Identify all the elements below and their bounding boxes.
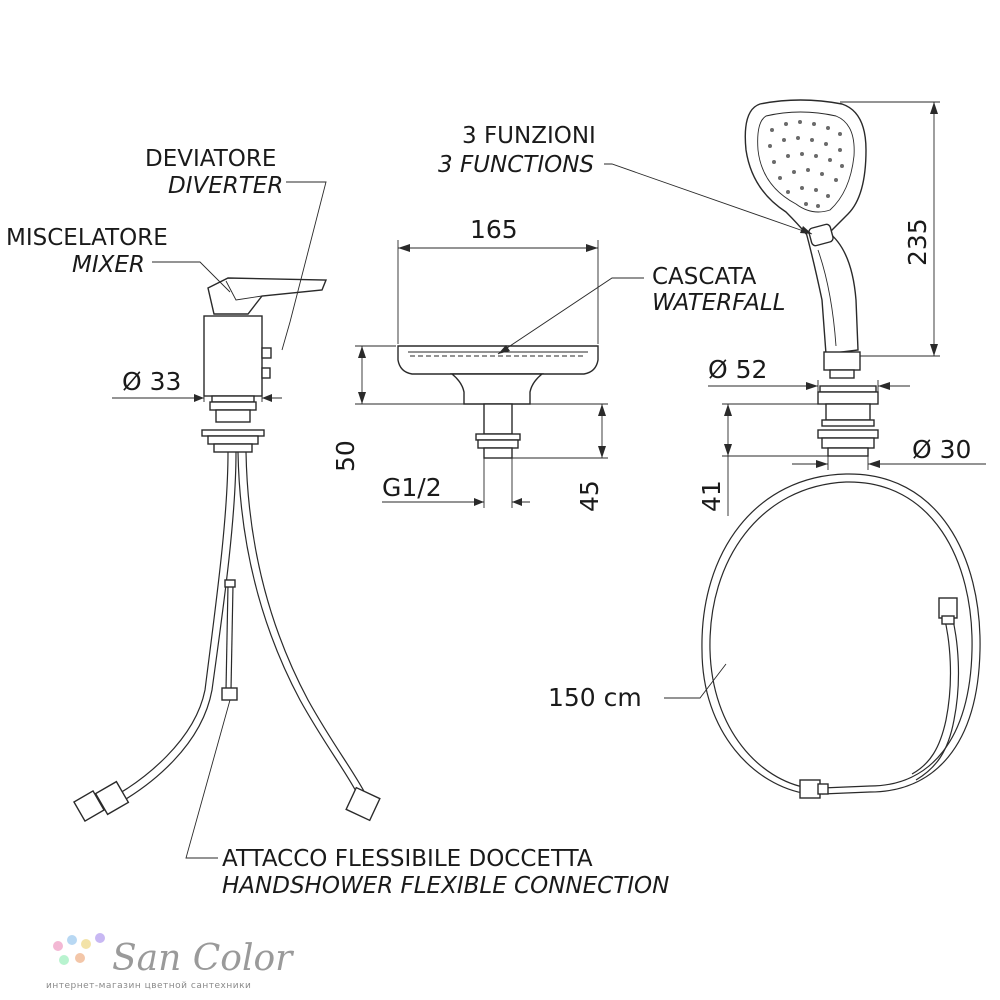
- handshower: [604, 99, 940, 379]
- mixer-assembly: [73, 181, 381, 859]
- connection-label-it: ATTACCO FLESSIBILE DOCCETTA: [222, 846, 593, 872]
- hose-nut-left-b: [94, 780, 130, 816]
- functions-label-en: 3 FUNCTIONS: [438, 152, 594, 178]
- diverter-label-it: DEVIATORE: [145, 146, 276, 172]
- diverter-knob: [261, 347, 272, 359]
- mixer-label-it: MISCELATORE: [6, 225, 168, 251]
- holder-diameter-dimension: Ø 52: [708, 355, 767, 384]
- waterfall-label-it: CASCATA: [652, 264, 757, 290]
- logo-dot: [81, 939, 91, 949]
- diverter-label-en: DIVERTER: [168, 173, 283, 199]
- hose-length-dimension: 150 cm: [548, 683, 642, 712]
- spout-thread-dimension: G1/2: [382, 473, 442, 502]
- logo-tagline: интернет-магазин цветной сантехники: [46, 981, 251, 991]
- functions-label-it: 3 FUNZIONI: [462, 123, 596, 149]
- spout-height-dimension: 50: [331, 440, 360, 472]
- connection-label-en: HANDSHOWER FLEXIBLE CONNECTION: [222, 873, 669, 899]
- logo-dot: [53, 941, 63, 951]
- spray-nozzles: [768, 120, 844, 208]
- waterfall-label-en: WATERFALL: [652, 290, 785, 316]
- handshower-handle: [805, 231, 859, 355]
- mixer-label-en: MIXER: [72, 252, 145, 278]
- logo-dot: [95, 933, 105, 943]
- holder-shank-diameter-dimension: Ø 30: [912, 435, 971, 464]
- handshower-holder: [708, 380, 986, 516]
- hose-nut-top: [938, 597, 958, 619]
- spout-top: [397, 345, 599, 375]
- handshower-connection-tube: [225, 584, 229, 691]
- mixer-lever: [207, 277, 328, 315]
- hose-nut-bottom: [799, 779, 821, 799]
- function-button: [808, 223, 834, 247]
- logo-dot: [75, 953, 85, 963]
- spout-stem: [450, 373, 544, 405]
- logo-dot: [67, 935, 77, 945]
- mixer-diameter-dimension: Ø 33: [122, 367, 181, 396]
- supply-hose-right: [237, 451, 359, 796]
- handshower-head: [744, 99, 867, 237]
- holder-height-dimension: 41: [697, 480, 726, 512]
- waterfall-spout: [355, 240, 644, 508]
- brand-logo: San Color интернет-магазин цветной санте…: [46, 933, 294, 991]
- supply-hose-left: [107, 451, 229, 801]
- hose-nut-right: [345, 786, 381, 822]
- handshower-length-dimension: 235: [903, 218, 932, 266]
- shower-hose: [664, 473, 981, 799]
- spout-width-dimension: 165: [470, 215, 518, 244]
- logo-text: San Color: [112, 938, 294, 979]
- spout-shank-dimension: 45: [575, 480, 604, 512]
- mixer-body: [203, 315, 263, 397]
- logo-dot: [59, 955, 69, 965]
- hose-nut-left-a: [73, 790, 105, 822]
